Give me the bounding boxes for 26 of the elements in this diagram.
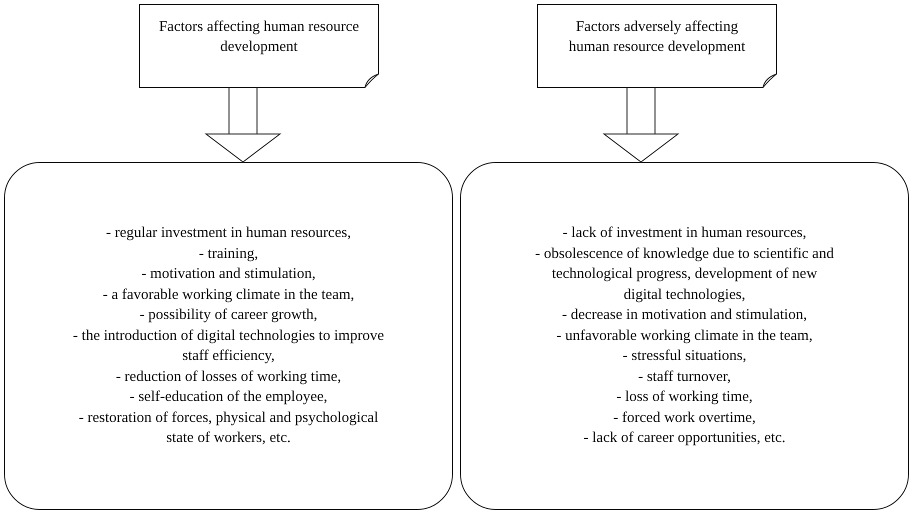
rounded-box — [460, 162, 909, 510]
list-item: - stressful situations, — [622, 347, 746, 366]
block-arrow — [206, 88, 280, 162]
list-item: - unfavorable working climate in the team, — [556, 326, 813, 346]
list-item: - staff turnover, — [638, 368, 731, 387]
list-item: - decrease in motivation and stimulation, — [562, 306, 807, 326]
list-item: - lack of investment in human resources, — [562, 224, 806, 244]
block-arrow — [604, 88, 678, 162]
note-box — [537, 4, 777, 88]
list-item: - obsolescence of knowledge due to scientific and technological progress, development of new digital technologies, — [534, 244, 834, 305]
list-item: - a favorable working climate in the team, — [102, 286, 354, 305]
note-box — [139, 4, 379, 88]
list-item: - lack of career opportunities, etc. — [584, 429, 786, 448]
heading-text: Factors affecting human resource development — [158, 18, 360, 57]
list-item: - forced work overtime, — [613, 408, 756, 428]
list-item: - training, — [198, 244, 258, 264]
rounded-box — [4, 162, 453, 510]
list-item: - loss of working time, — [616, 388, 753, 408]
list-item: - reduction of losses of working time, — [116, 368, 342, 387]
list-item: - self-education of the employee, — [130, 388, 328, 408]
list-item: - motivation and stimulation, — [141, 265, 316, 284]
list-item: - possibility of career growth, — [140, 306, 318, 326]
list-item: - the introduction of digital technologies to improve staff efficiency, — [72, 326, 386, 366]
heading-text: Factors adversely affecting human resource development — [568, 18, 746, 57]
list-item: - regular investment in human resources, — [106, 224, 351, 244]
list-item: - restoration of forces, physical and psychological state of workers, etc. — [78, 408, 380, 448]
